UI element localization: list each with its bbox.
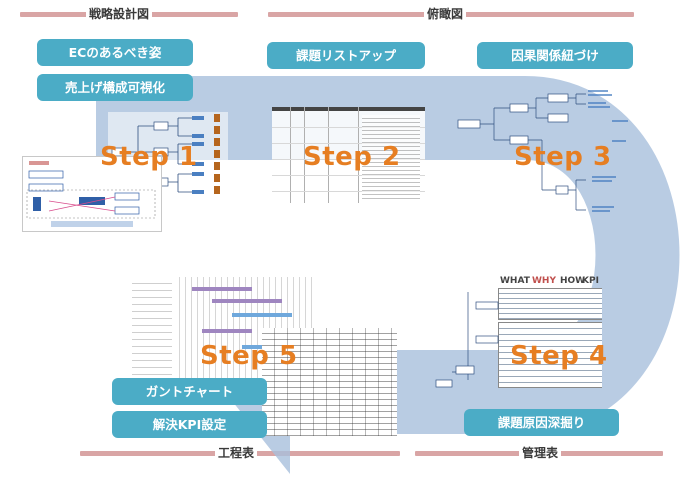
step-1-label: Step 1: [100, 142, 198, 172]
header-management-table: 管理表: [519, 444, 562, 461]
why-header: WHY: [532, 276, 556, 286]
header-strategy-map: 戦略設計図: [86, 5, 153, 22]
header-overview-map: 俯瞰図: [424, 5, 467, 22]
what-header: WHAT: [500, 276, 530, 286]
how-header: HOW: [560, 276, 586, 286]
issue-list-pill: 課題リストアップ: [267, 42, 425, 69]
step-2-label: Step 2: [303, 142, 401, 172]
gantt-table-thumbnail: [262, 328, 397, 436]
ec-ideal-pill: ECのあるべき姿: [37, 39, 193, 66]
header-schedule: 工程表: [215, 444, 258, 461]
sales-structure-thumbnail: [22, 156, 162, 232]
causal-tree-thumbnail: [452, 90, 632, 220]
root-cause-pill: 課題原因深掘り: [464, 409, 619, 436]
issue-list-thumbnail: [272, 107, 425, 203]
kpi-header: KPI: [582, 276, 599, 286]
causal-link-pill: 因果関係紐づけ: [477, 42, 633, 69]
sales-structure-pill: 売上げ構成可視化: [37, 74, 193, 101]
step-5-label: Step 5: [200, 341, 298, 371]
step-4-label: Step 4: [510, 341, 608, 371]
management-table-thumbnail: WHAT WHY HOW KPI: [432, 272, 602, 392]
step-3-label: Step 3: [514, 142, 612, 172]
gantt-chart-pill: ガントチャート: [112, 378, 267, 405]
kpi-setting-pill: 解決KPI設定: [112, 411, 267, 438]
